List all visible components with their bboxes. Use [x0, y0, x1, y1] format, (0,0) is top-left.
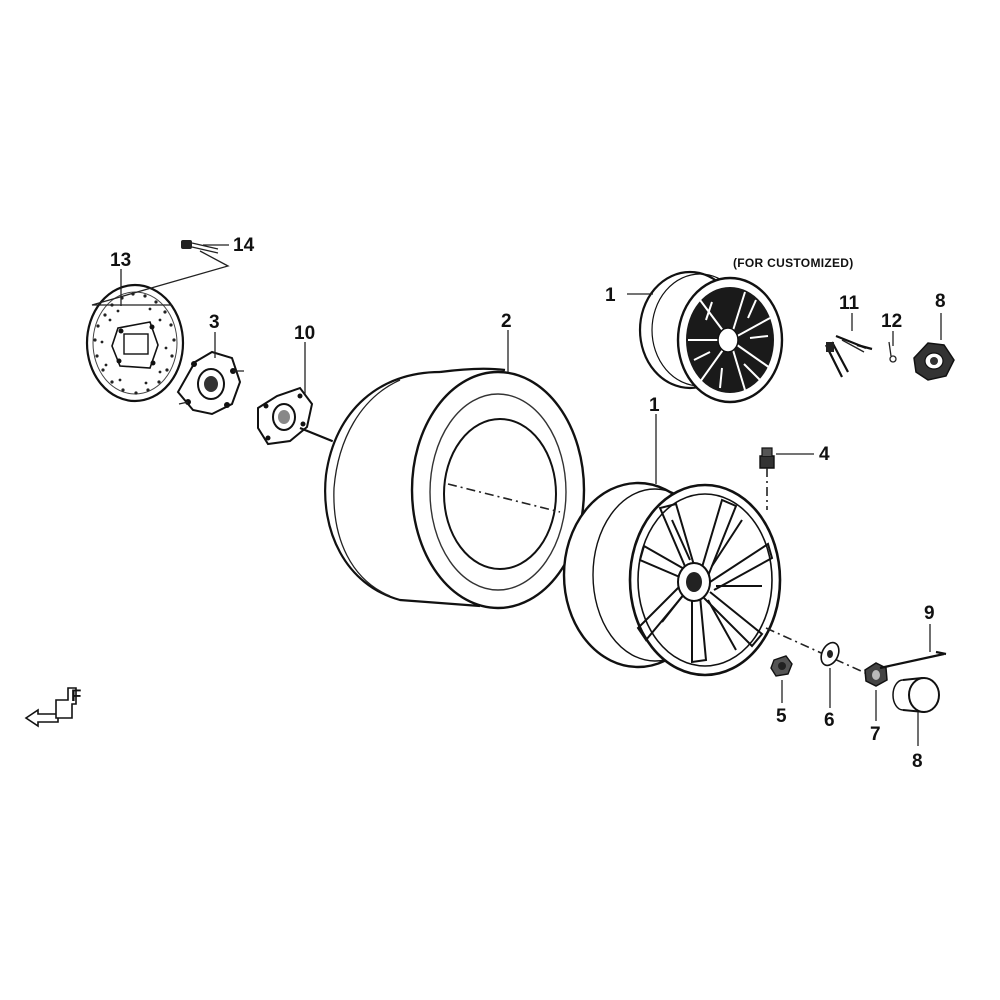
valve-pin — [888, 341, 897, 363]
callout-6: 6 — [824, 710, 835, 731]
wheel-hub — [176, 350, 244, 416]
leader-lines — [120, 244, 942, 746]
direction-letter: F — [71, 686, 81, 705]
center-cap — [892, 676, 940, 714]
callout-14: 14 — [233, 235, 255, 256]
front-direction-marker: F — [24, 686, 81, 728]
valve-stem — [825, 334, 873, 378]
disc-bolt — [181, 240, 219, 254]
washer — [820, 641, 840, 667]
callout-12: 12 — [881, 311, 902, 332]
rim-axis-line — [765, 627, 873, 677]
callout-8-lower: 8 — [912, 751, 923, 772]
callout-1-lower: 1 — [649, 395, 660, 416]
customized-rim — [638, 270, 784, 404]
callout-8-upper: 8 — [935, 291, 946, 312]
cotter-pin — [879, 650, 947, 670]
callout-4: 4 — [819, 444, 830, 465]
center-cap-customized — [913, 342, 955, 381]
lug-nut — [770, 655, 793, 677]
main-rim — [562, 481, 782, 677]
customized-note: (FOR CUSTOMIZED) — [733, 256, 854, 270]
tire — [319, 366, 586, 610]
callout-2: 2 — [501, 311, 512, 332]
callout-13: 13 — [110, 250, 131, 271]
callout-10: 10 — [294, 323, 315, 344]
callout-1-upper: 1 — [605, 285, 616, 306]
brake-disc — [85, 283, 185, 403]
callout-11: 11 — [839, 293, 860, 314]
callout-9: 9 — [924, 603, 935, 624]
callout-5: 5 — [776, 706, 787, 727]
hub-adapter — [257, 386, 314, 446]
bolt-leader-path — [91, 250, 230, 306]
tire-valve — [759, 447, 775, 510]
callout-7: 7 — [870, 724, 881, 745]
tire-axis-line — [447, 483, 561, 513]
callout-3: 3 — [209, 312, 220, 333]
